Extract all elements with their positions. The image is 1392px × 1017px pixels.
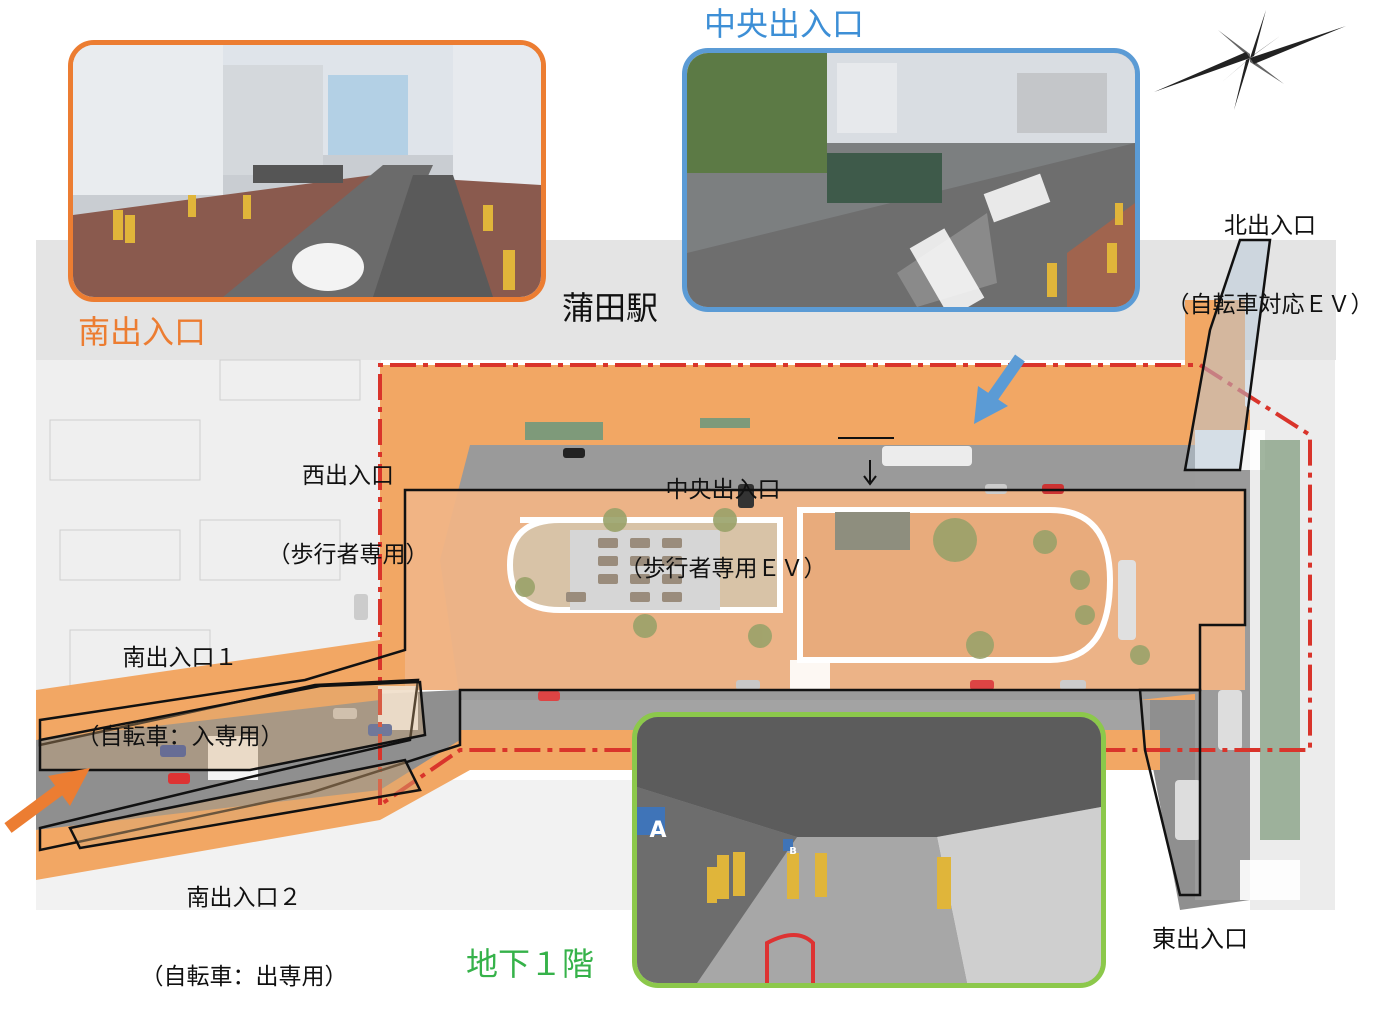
label-central-line2: （歩行者専用ＥＶ） <box>619 556 827 583</box>
site-boundary <box>378 363 1312 807</box>
central-leader-arrow <box>838 437 894 486</box>
label-north-line1: 北出入口 <box>1224 212 1316 239</box>
south-paving-upper <box>36 640 380 740</box>
label-east-entrance: 東出入口 <box>1152 925 1248 953</box>
label-south-entrance-1: 南出入口１ （自転車：入専用） <box>60 592 300 777</box>
basement-sign-a: A <box>649 818 667 843</box>
site-plan-map <box>36 238 1336 910</box>
frontage-paving <box>380 365 1250 900</box>
label-north-line2: （自転車対応ＥＶ） <box>1166 292 1374 319</box>
label-central-entrance-ev: 中央出入口 （歩行者専用ＥＶ） <box>598 424 848 609</box>
central-entrance-photo <box>682 48 1140 312</box>
label-south2-line1: 南出入口２ <box>186 884 302 911</box>
label-south1-line1: 南出入口１ <box>122 644 238 671</box>
underground-outline-south2 <box>68 758 422 850</box>
label-south2-line2: （自転車：出専用） <box>140 964 348 991</box>
pavilion <box>835 512 910 550</box>
label-central-line1: 中央出入口 <box>665 476 781 503</box>
label-station-name: 蒲田駅 <box>562 289 659 327</box>
label-south-entrance-2: 南出入口２ （自転車：出専用） <box>122 832 366 1017</box>
orange-pointer-arrow-icon <box>4 768 90 833</box>
underground-outline-east <box>1138 688 1202 897</box>
basement-photo: A B <box>632 712 1106 988</box>
basement-sign-b: B <box>789 846 797 857</box>
label-south1-line2: （自転車：入専用） <box>76 724 284 751</box>
blue-pointer-arrow-icon <box>974 354 1025 424</box>
compass-rose-icon <box>1154 10 1346 110</box>
label-south-entrance-title: 南出入口 <box>78 313 207 351</box>
label-basement: 地下１階 <box>466 945 595 983</box>
city-block-left <box>36 360 381 690</box>
underground-outline-south1 <box>38 680 427 772</box>
south-entrance-photo <box>68 40 546 302</box>
label-north-entrance: 北出入口 （自転車対応ＥＶ） <box>1148 160 1392 345</box>
label-central-entrance-title: 中央出入口 <box>704 5 865 43</box>
label-west-entrance: 西出入口 （歩行者専用） <box>256 410 440 595</box>
label-west-line2: （歩行者専用） <box>267 542 429 569</box>
south-paving-lower <box>36 740 470 880</box>
label-west-line1: 西出入口 <box>302 462 394 489</box>
underground-outline-north <box>1183 238 1272 472</box>
underground-outline-main <box>38 488 1247 852</box>
